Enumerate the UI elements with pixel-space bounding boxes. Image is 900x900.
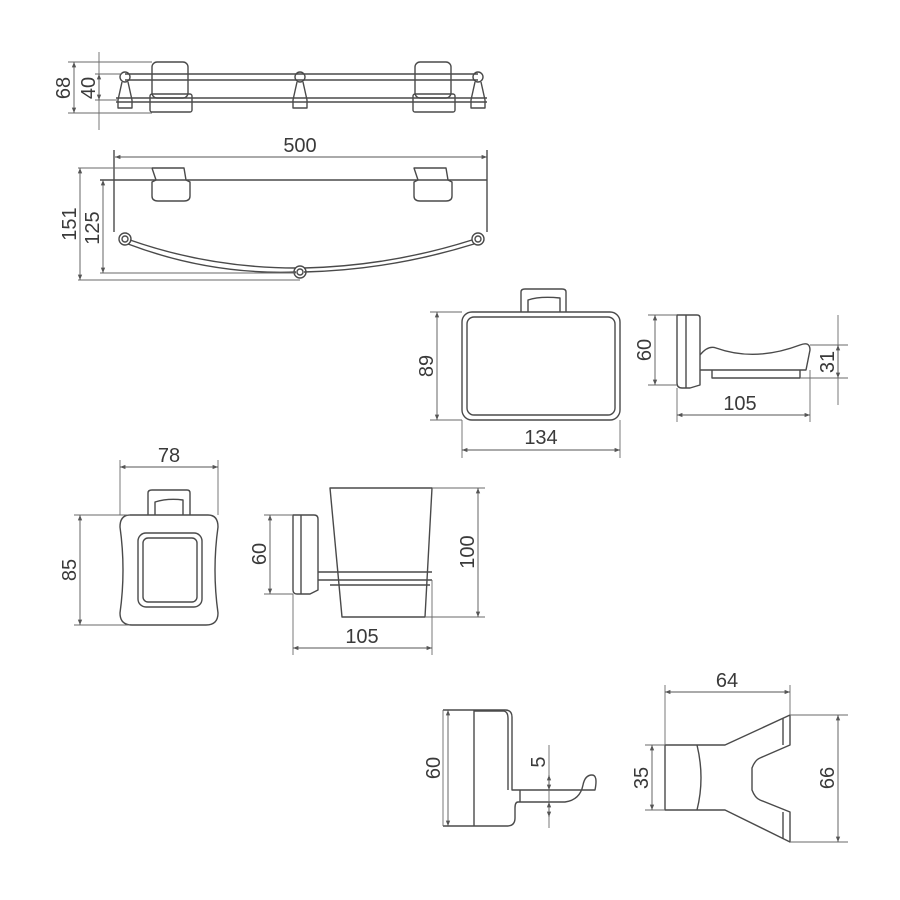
dim-hook-cap-height: 35: [631, 767, 653, 789]
dim-hook-depth: 64: [716, 670, 738, 692]
dim-tumbler-height: 85: [59, 559, 81, 581]
shelf-front-view: 500 151 125: [59, 135, 488, 281]
dim-soap-plate-height: 60: [634, 339, 656, 361]
dim-shelf-width: 500: [283, 135, 316, 157]
dim-shelf-glass-depth: 125: [82, 211, 104, 244]
dim-soap-width: 134: [524, 427, 557, 449]
robe-hook-front-view: 64 35 66: [631, 670, 848, 843]
soap-dish-side-view: 60 31 105: [634, 314, 848, 422]
dim-tumbler-plate-height: 60: [249, 543, 271, 565]
dim-tumbler-projection: 105: [345, 626, 378, 648]
tumbler-front-view: 78 85: [59, 445, 219, 626]
dim-soap-height: 89: [416, 355, 438, 377]
dim-soap-dish-height: 31: [817, 351, 839, 373]
tumbler-side-view: 60 100 105: [249, 487, 485, 655]
dim-shelf-depth: 151: [59, 207, 81, 240]
dim-tumbler-width: 78: [158, 445, 180, 467]
dim-hook-plate-height: 60: [423, 757, 445, 779]
dim-soap-projection: 105: [723, 393, 756, 415]
dim-hook-height: 66: [817, 767, 839, 789]
dim-shelf-overall-height: 68: [53, 77, 75, 99]
shelf-top-view: 68 40: [53, 52, 487, 130]
robe-hook-side-view: 60 5: [423, 709, 597, 828]
dim-cup-height: 100: [457, 535, 479, 568]
dim-shelf-rail-height: 40: [78, 77, 100, 99]
soap-dish-front-view: 89 134: [416, 288, 621, 458]
dim-hook-thickness: 5: [528, 756, 550, 767]
